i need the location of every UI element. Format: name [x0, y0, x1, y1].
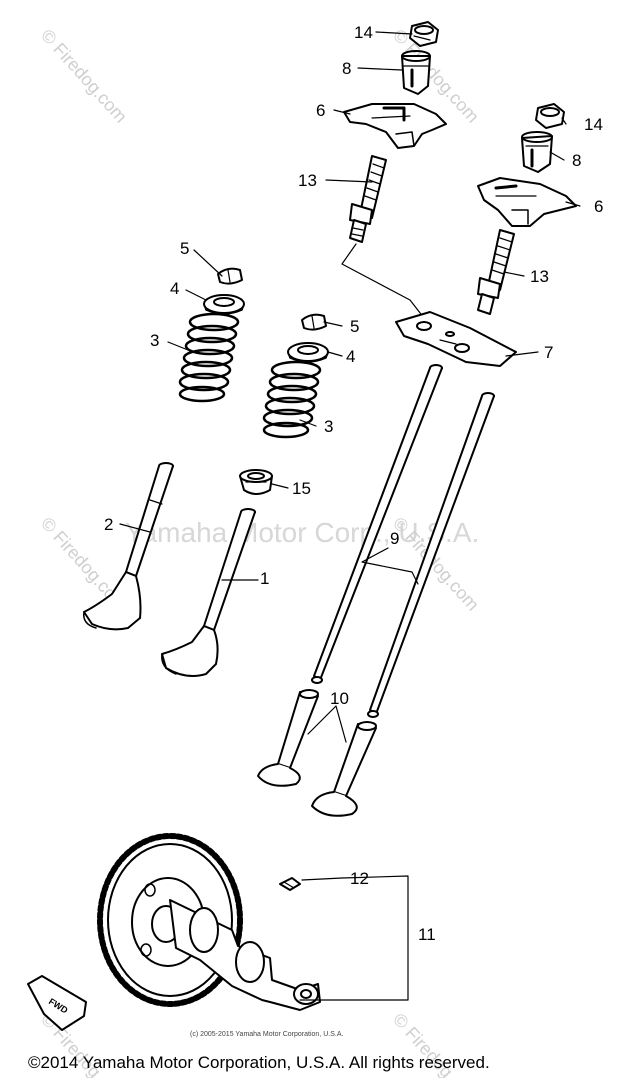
callout-3-right: 3 [324, 417, 333, 436]
push-rod-9-right [367, 392, 495, 718]
fine-print-copyright: (c) 2005-2015 Yamaha Motor Corporation, … [190, 1031, 343, 1038]
callout-9: 9 [390, 529, 399, 548]
nut-14-top [409, 21, 439, 47]
adjuster-8-top [401, 50, 431, 95]
valve-seal-15 [239, 469, 273, 495]
callout-10: 10 [330, 689, 349, 708]
callout-14-right: 14 [584, 115, 603, 134]
valve-1 [161, 508, 256, 677]
callout-11: 11 [418, 925, 436, 944]
callout-4-right: 4 [346, 347, 355, 366]
callout-3-left: 3 [150, 331, 159, 350]
camshaft-gear-11 [97, 833, 243, 1007]
callout-7: 7 [544, 343, 553, 362]
callout-12: 12 [350, 869, 369, 888]
callout-1: 1 [260, 569, 269, 588]
guide-plate-7 [395, 311, 517, 367]
pin-12 [279, 877, 301, 891]
retainer-4-left [203, 294, 245, 315]
watermark-center: Yamaha Motor Corp., U.S.A. [125, 517, 479, 548]
stud-13-left [349, 155, 387, 243]
spring-3-right [262, 360, 322, 439]
nut-14-right [535, 103, 565, 129]
callout-5-right: 5 [350, 317, 359, 336]
callout-4-left: 4 [170, 279, 179, 298]
footer-copyright: ©2014 Yamaha Motor Corporation, U.S.A. A… [28, 1053, 490, 1072]
rocker-arm-6-right [477, 177, 577, 227]
fwd-arrow [27, 975, 87, 1031]
rocker-arm-6-top [343, 103, 447, 149]
guide-line-13 [341, 243, 425, 319]
adjuster-8-right [521, 131, 553, 173]
callout-13-right: 13 [530, 267, 549, 286]
retainer-4-right [287, 342, 329, 363]
stud-13-right [477, 229, 515, 315]
callout-14-top: 14 [354, 23, 373, 42]
leader-lines [119, 31, 581, 1001]
watermark-top-left: © Firedog.com [37, 25, 131, 126]
callout-8-top: 8 [342, 59, 351, 78]
callout-15: 15 [292, 479, 311, 498]
callouts: 14 8 6 13 14 8 6 13 7 5 4 5 4 3 3 15 2 1… [104, 23, 603, 944]
callout-6-top: 6 [316, 101, 325, 120]
callout-5-left: 5 [180, 239, 189, 258]
callout-6-right: 6 [594, 197, 603, 216]
keeper-5-right [301, 313, 327, 331]
callout-8-right: 8 [572, 151, 581, 170]
keeper-5-left [217, 267, 243, 285]
camshaft-11 [169, 899, 321, 1011]
valve-2 [83, 462, 174, 631]
callout-13-left: 13 [298, 171, 317, 190]
spring-3-left [178, 312, 240, 403]
tappet-10-right [311, 721, 377, 817]
callout-2: 2 [104, 515, 113, 534]
push-rod-9-left [311, 364, 443, 684]
tappet-10-left [257, 689, 319, 787]
